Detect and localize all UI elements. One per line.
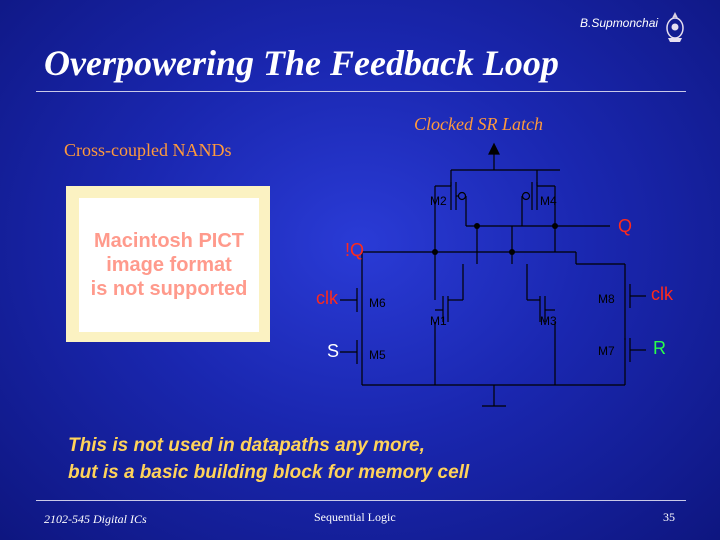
footer-divider [36,500,686,501]
image-placeholder-text: Macintosh PICT image format is not suppo… [90,230,248,300]
note-line-2: but is a basic building block for memory… [68,462,470,483]
author-name: B.Supmonchai [580,16,659,30]
cross-coupled-label: Cross-coupled NANDs [64,140,232,160]
clocked-sr-label: Clocked SR Latch [414,114,543,134]
q-output-label: Q [618,216,633,236]
image-placeholder-inner: Macintosh PICT image format is not suppo… [79,198,259,332]
transistor-m8-label: M8 [598,292,615,306]
transistor-m2-label: M2 [430,194,447,208]
note-line-1: This is not used in datapaths any more, [68,435,425,456]
r-input-label: R [653,338,666,358]
footer-topic: Sequential Logic [314,510,396,524]
slide-title: Overpowering The Feedback Loop [44,43,559,83]
page-number: 35 [663,510,675,524]
transistor-m3-label: M3 [540,314,557,328]
transistor-m5-label: M5 [369,348,386,362]
clk-right-label: clk [651,284,673,304]
transistor-m1-label: M1 [430,314,447,328]
transistor-m4-label: M4 [540,194,557,208]
title-divider [36,91,686,92]
q-bar-output-label: !Q [345,240,365,260]
s-input-label: S [327,341,340,361]
university-seal-icon [666,12,684,42]
clk-left-label: clk [316,288,338,308]
transistor-m6-label: M6 [369,296,386,310]
transistor-m7-label: M7 [598,344,615,358]
footer-course: 2102-545 Digital ICs [44,512,147,526]
note-text: This is not used in datapaths any more, … [68,432,469,486]
